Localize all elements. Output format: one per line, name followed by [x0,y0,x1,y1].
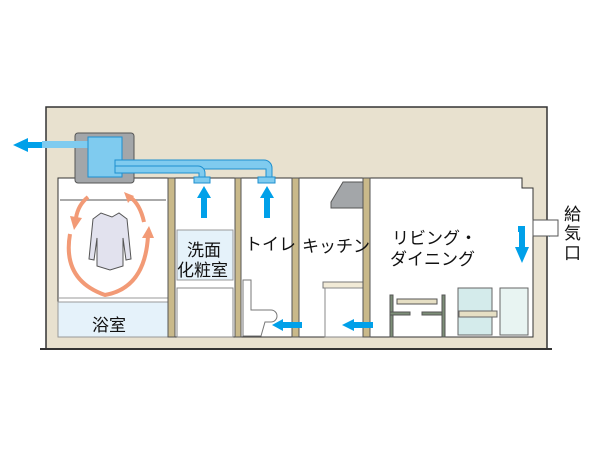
toilet-label: トイレ [245,235,296,255]
duct [42,136,276,184]
supply-vent [532,219,559,237]
airflow-arrows [13,138,558,331]
washroom-mirror [176,229,234,281]
bathtub [57,301,169,338]
kitchen-label: キッチン [302,237,370,257]
supply-label-1: 給 [564,205,581,225]
toilet-intake-arrow [260,186,274,218]
washroom-cabinet [176,287,234,338]
dining-set [389,294,446,338]
supply-label-2: 気 [564,224,581,244]
kitchen-inflow-arrow [342,319,373,331]
washroom-label-1: 洗面 [187,241,221,261]
toilet [242,279,278,337]
living-label-1: リビング・ [392,229,477,249]
washroom-label-2: 化粧室 [177,261,228,281]
wall-posts [167,177,371,338]
circulation-arrowheads [70,192,154,238]
toilet-inflow-arrow [272,319,302,331]
living-label-2: ダイニング [390,250,475,270]
sofa [457,287,529,336]
exhaust-arrow [13,138,42,152]
living-down-arrow [515,226,529,263]
bathroom-label: 浴室 [92,316,126,336]
kitchen-cabinet [324,287,366,338]
shirt-icon [88,212,132,271]
range-hood [330,181,364,209]
washroom-intake-arrow [197,186,211,218]
supply-label-3: 口 [564,244,581,264]
